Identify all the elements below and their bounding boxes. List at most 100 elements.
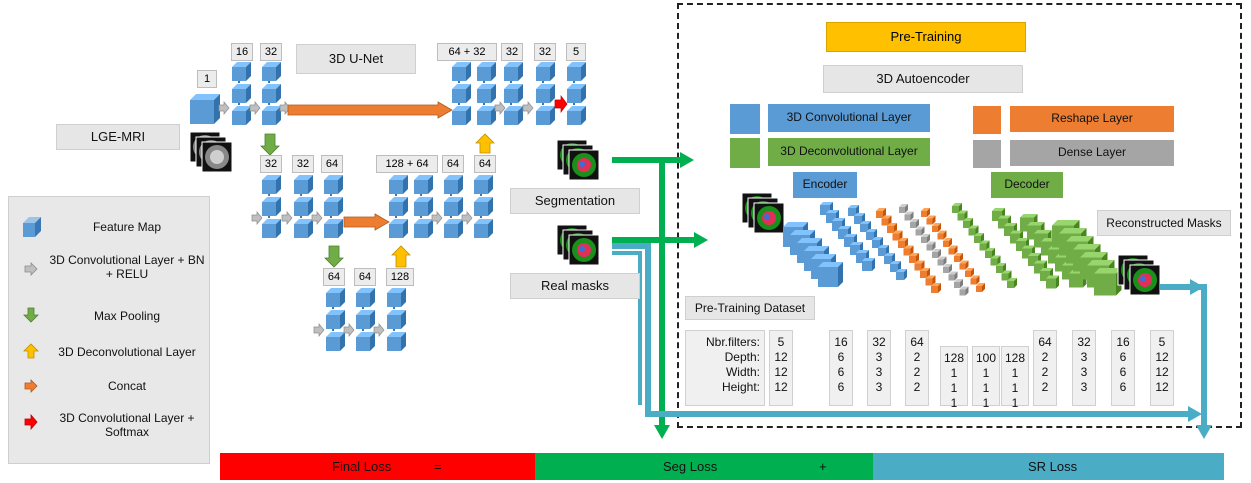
- deconv-arrow-1: [475, 133, 495, 154]
- feature-map-cube: [356, 288, 375, 307]
- filter-table-cell: 1: [950, 366, 958, 380]
- real-masks-label: Real masks: [510, 273, 640, 299]
- autoencoder-frame: [677, 3, 1242, 428]
- filter-table-cell: 2: [1041, 380, 1049, 394]
- feature-map-cube: [567, 84, 586, 103]
- ae-layer-slab: [915, 226, 925, 236]
- feature-map-cube: [444, 175, 463, 194]
- deconv-arrow-2: [391, 245, 411, 268]
- filter-table-cell: 100: [975, 351, 997, 365]
- filter-table-cell: 3: [875, 350, 883, 364]
- filter-table-cell: 12: [1155, 380, 1169, 394]
- filter-table-cell: 12: [1155, 350, 1169, 364]
- feature-map-cube: [477, 62, 496, 81]
- unet-feature-maps: [189, 62, 600, 351]
- feature-map-cube: [536, 84, 555, 103]
- sr-loss-segment: SR Loss: [873, 453, 1224, 480]
- legend-max-pooling-text: Max Pooling: [93, 309, 161, 323]
- level3-column: [356, 288, 375, 351]
- sr-loss-text: SR Loss: [1028, 459, 1078, 474]
- ae-layer-slab: [932, 223, 941, 232]
- feature-map-cube: [387, 288, 406, 307]
- legend-conv-bn-relu-text: 3D Convolutional Layer + BN + RELU: [49, 253, 205, 281]
- filter-table-cell: 32: [1077, 335, 1091, 349]
- count-l1f: 5: [566, 43, 586, 61]
- filter-table-cell: 3: [1080, 350, 1088, 364]
- ae-layer-slab: [943, 264, 952, 273]
- feature-map-cube: [262, 219, 281, 238]
- feature-map-cube: [477, 106, 496, 125]
- filter-table-cell: 128: [1004, 351, 1026, 365]
- ae-layer-slab: [862, 258, 875, 271]
- feature-map-cube: [262, 175, 281, 194]
- ae-layer-slab: [954, 279, 963, 288]
- count-l1b: 32: [260, 43, 282, 61]
- filter-table-cell: 1: [1011, 396, 1019, 410]
- feature-map-cube: [294, 175, 313, 194]
- ae-layer-slab: [904, 211, 914, 221]
- feature-map-cube: [326, 310, 345, 329]
- filter-table-cell: 2: [913, 380, 921, 394]
- ae-layer-slab: [818, 262, 843, 287]
- feature-map-cube: [356, 332, 375, 351]
- seg-loss-head: [654, 425, 670, 439]
- count-l1c: 64 + 32: [437, 43, 497, 61]
- conv-bn-relu-arrow: [461, 211, 473, 225]
- ae-layer-slab: [948, 245, 958, 255]
- ae-layer-slab: [931, 283, 941, 293]
- count-l1e: 32: [534, 43, 556, 61]
- filter-table-cell: 3: [1080, 380, 1088, 394]
- feature-map-cube: [387, 310, 406, 329]
- filter-table-cell: 1: [1011, 381, 1019, 395]
- filter-table-cell: 6: [1119, 365, 1127, 379]
- ae-layer-slab: [976, 283, 985, 292]
- feature-map-cube: [474, 175, 493, 194]
- final-loss-segment: Final Loss =: [220, 453, 535, 480]
- count-l1d: 32: [501, 43, 523, 61]
- count-l1a: 16: [231, 43, 253, 61]
- feature-map-cube: [414, 175, 433, 194]
- ae-decoder-deconv2: [992, 208, 1059, 289]
- filter-table-cell: 12: [774, 350, 788, 364]
- feature-map-cube: [232, 106, 251, 125]
- feature-map-cube: [536, 106, 555, 125]
- level1-column: [477, 62, 496, 125]
- conv-swatch: [730, 104, 760, 134]
- row-label-width: Width:: [725, 365, 760, 379]
- row-label-height: Height:: [721, 380, 760, 394]
- conv-bn-relu-arrow: [251, 211, 263, 225]
- filter-table-cell: 12: [774, 380, 788, 394]
- seg-to-ae-head: [680, 152, 694, 168]
- conv-bn-relu-arrow: [343, 323, 355, 337]
- feature-map-cube: [477, 84, 496, 103]
- flow-lines: [612, 152, 1212, 439]
- feature-map-cube: [324, 175, 343, 194]
- feature-map-cube: [567, 106, 586, 125]
- conv-bn-relu-arrow: [311, 211, 323, 225]
- level2-column: [262, 175, 281, 238]
- legend-deconv-text: 3D Deconvolutional Layer: [58, 345, 196, 359]
- count-in: 1: [197, 70, 217, 88]
- filter-table-cell: 3: [1080, 365, 1088, 379]
- pretraining-title-text: Pre-Training: [890, 29, 962, 44]
- ae-decoder-deconv4: [1052, 220, 1122, 296]
- feature-map-cube: [262, 106, 281, 125]
- reshape-layer-text: Reshape Layer: [1051, 111, 1133, 125]
- feature-map-cube: [389, 197, 408, 216]
- feature-map-cube: [444, 219, 463, 238]
- ae-decoder-deconv1: [952, 203, 1017, 288]
- seg-loss-text: Seg Loss: [663, 459, 718, 474]
- pretraining-title: Pre-Training: [826, 22, 1026, 52]
- feature-map-cube: [232, 84, 251, 103]
- feature-map-cube: [389, 219, 408, 238]
- ae-layer-slab: [948, 271, 958, 281]
- concat-arrow-level1: [287, 101, 453, 119]
- ae-layer-slab: [965, 268, 974, 277]
- red-arrow-icon: [24, 414, 38, 430]
- ae-layer-slab: [1094, 268, 1122, 296]
- decoder-text: Decoder: [1004, 177, 1050, 191]
